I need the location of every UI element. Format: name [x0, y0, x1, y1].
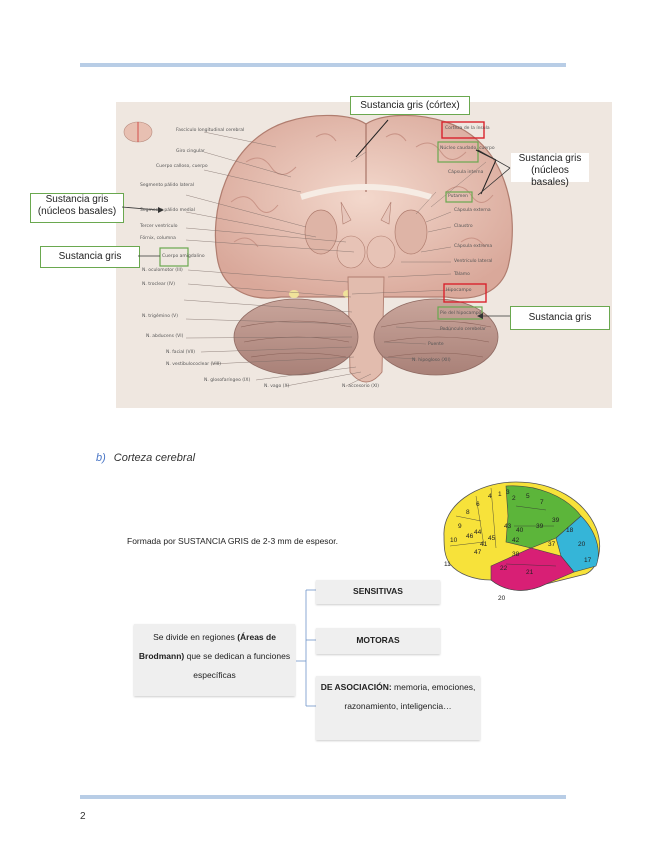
motoras-label: MOTORAS: [356, 635, 400, 645]
label-left: Segmento pálido medial: [140, 208, 195, 213]
brodmann-number: 45: [488, 535, 496, 542]
brodmann-number: 43: [504, 523, 512, 530]
label-right: Corteza de la ínsula: [445, 126, 490, 131]
callout-gray-right-text: Sustancia gris: [528, 312, 592, 323]
brodmann-number: 21: [526, 569, 534, 576]
label-right: Tálamo: [454, 272, 470, 277]
brodmann-number: 8: [466, 509, 470, 516]
label-right: Cápsula interna: [448, 170, 484, 175]
brodmann-number: 46: [466, 533, 474, 540]
brodmann-number: 18: [566, 527, 574, 534]
footer-rule: [80, 795, 566, 799]
brodmann-number: 10: [450, 537, 458, 544]
brodmann-number: 1: [498, 491, 502, 498]
label-left: Fascículo longitudinal cerebral: [176, 128, 245, 133]
asociacion-bold: DE ASOCIACIÓN:: [320, 682, 392, 692]
brodmann-number: 11: [444, 561, 451, 568]
brodmann-number: 41: [480, 541, 488, 548]
label-right: Ventrículo lateral: [454, 259, 493, 264]
cortex-description: Formada por SUSTANCIA GRIS de 2-3 mm de …: [127, 536, 339, 546]
brodmann-number: 38: [512, 551, 520, 558]
label-right: Núcleo caudado, cuerpo: [440, 146, 495, 151]
section-letter: b): [96, 452, 106, 464]
brodmann-number: 47: [474, 549, 482, 556]
brodmann-number: 9: [458, 523, 462, 530]
callout-gray-left: Sustancia gris: [40, 246, 140, 268]
section-title: Corteza cerebral: [113, 452, 196, 464]
brodmann-number: 7: [540, 499, 544, 506]
label-left: Giro cingular: [176, 149, 205, 154]
brodmann-numbers: 4 1 3 2 5 7 6 8 9 10 11 46 44 45 41 47 4…: [444, 489, 592, 602]
brodmann-number: 20: [578, 541, 586, 548]
label-left: N. oculomotor (III): [142, 268, 183, 273]
callout-basal-right-text: Sustancia gris (núcleos basales): [518, 153, 582, 188]
brodmann-caption: 20: [498, 595, 506, 602]
callout-gray-left-text: Sustancia gris: [58, 251, 122, 262]
label-left: N. trigémino (V): [142, 314, 178, 319]
brodmann-number: 39: [536, 523, 544, 530]
brodmann-number: 17: [584, 557, 592, 564]
label-left: Cuerpo amigdalino: [162, 254, 205, 259]
asociacion-text: memoria, emociones, razonamiento, inteli…: [344, 682, 476, 711]
brodmann-number: 39: [552, 517, 560, 524]
label-left: Segmento pálido lateral: [140, 183, 194, 188]
label-right: Claustro: [454, 224, 473, 229]
label-left: Tercer ventrículo: [140, 224, 178, 229]
label-left: N. vestibulococlear (VIII): [166, 362, 222, 367]
label-right: Hipocampo: [446, 288, 472, 293]
root-text-before: Se divide en regiones: [153, 632, 238, 642]
motoras-box: MOTORAS: [316, 628, 440, 654]
label-left: N. troclear (IV): [142, 282, 175, 287]
callout-basal-left-text: Sustancia gris (núcleos basales): [37, 194, 117, 217]
brodmann-number: 44: [474, 529, 482, 536]
brain-illustration: [123, 114, 513, 387]
label-left: N. facial (VII): [166, 350, 195, 355]
brodmann-number: 6: [476, 501, 480, 508]
root-text-bold: (Áreas de Brodmann): [138, 632, 276, 661]
label-left: Cuerpo calloso, cuerpo: [156, 164, 208, 169]
label-right: N. hipogloso (XII): [412, 358, 451, 363]
label-right: Pedúnculo cerebelar: [440, 327, 486, 332]
brodmann-number: 2: [512, 495, 516, 502]
label-right: Cápsula extrema: [454, 244, 493, 249]
label-left: N. glosofaríngeo (IX): [204, 378, 251, 383]
brodmann-areas-diagram: 4 1 3 2 5 7 6 8 9 10 11 46 44 45 41 47 4…: [443, 481, 600, 602]
brodmann-number: 37: [548, 541, 556, 548]
brodmann-number: 3: [506, 489, 510, 496]
root-text-after: que se dedican a funciones específicas: [184, 651, 291, 680]
sensitivas-box: SENSITIVAS: [316, 580, 440, 604]
asociacion-box: DE ASOCIACIÓN: memoria, emociones, razon…: [316, 676, 480, 740]
brodmann-number: 22: [500, 565, 508, 572]
label-right: Putamen: [448, 194, 469, 199]
callout-gray-right: Sustancia gris: [510, 306, 610, 330]
brodmann-number: 40: [516, 527, 524, 534]
callout-basal-right: Sustancia gris (núcleos basales): [511, 153, 589, 188]
header-rule: [80, 63, 566, 67]
label-right: Puente: [428, 342, 444, 347]
label-right: Pie del hipocampo: [440, 311, 482, 316]
callout-basal-left: Sustancia gris (núcleos basales): [30, 193, 124, 223]
brodmann-number: 42: [512, 537, 520, 544]
label-right: Cápsula externa: [454, 208, 491, 213]
brodmann-number: 5: [526, 493, 530, 500]
callout-cortex: Sustancia gris (córtex): [350, 96, 470, 115]
brodmann-root-box: Se divide en regiones (Áreas de Brodmann…: [134, 624, 295, 696]
brainstem-shape: [347, 276, 385, 383]
label-left: N. accesorio (XI): [342, 384, 380, 389]
label-left: Fórnix, columna: [140, 236, 176, 241]
brodmann-number: 4: [488, 493, 492, 500]
callout-cortex-text: Sustancia gris (córtex): [360, 100, 460, 111]
label-left: N. vago (X): [264, 384, 290, 389]
label-left: N. abducens (VI): [146, 334, 184, 339]
section-heading: b) Corteza cerebral: [96, 452, 195, 464]
page-number: 2: [80, 811, 86, 822]
sensitivas-label: SENSITIVAS: [353, 586, 403, 596]
